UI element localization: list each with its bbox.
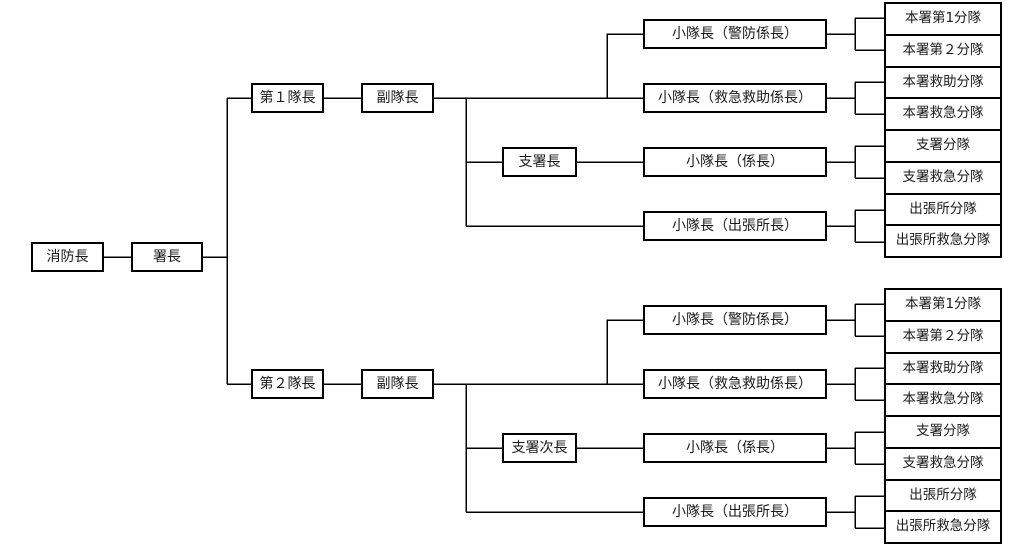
node-deputy-leader-2: 副隊長 xyxy=(361,369,434,399)
node-platoon-leader-substation-2: 小隊長（出張所長） xyxy=(643,497,827,527)
node-platoon-leader-section-1: 小隊長（係長） xyxy=(643,147,827,177)
node-deputy-leader-1: 副隊長 xyxy=(361,83,434,113)
node-platoon-leader-keibo-2: 小隊長（警防係長） xyxy=(643,305,827,335)
node-platoon-leader-substation-1: 小隊長（出張所長） xyxy=(643,211,827,241)
node-branch-head-1: 支署長 xyxy=(502,147,577,177)
node-squad-substation-2: 出張所分隊 xyxy=(886,478,1000,511)
node-squad-hq-rescue-1: 本署救助分隊 xyxy=(886,65,1000,98)
node-squad-hq-rescue-2: 本署救助分隊 xyxy=(886,351,1000,384)
node-station-chief: 署長 xyxy=(131,242,203,272)
node-squad-branch-emergency-2: 支署救急分隊 xyxy=(886,446,1000,479)
node-platoon-leader-keibo-1: 小隊長（警防係長） xyxy=(643,19,827,49)
node-squad-hq1-1: 本署第1分隊 xyxy=(904,10,982,27)
node-squad-hq-emergency-1: 本署救急分隊 xyxy=(886,97,1000,129)
squad-stack-2: 本署第1分隊 本署第２分隊 本署救助分隊 本署救急分隊 支署分隊 支署救急分隊 … xyxy=(884,288,1002,544)
node-squad-leader-2: 第２隊長 xyxy=(251,369,324,399)
node-squad-substation-emergency-1: 出張所救急分隊 xyxy=(886,224,1000,256)
node-squad-substation-1: 出張所分隊 xyxy=(886,192,1000,225)
squad-stack-1: 本署第1分隊 本署第２分隊 本署救助分隊 本署救急分隊 支署分隊 支署救急分隊 … xyxy=(884,2,1002,258)
node-platoon-leader-rescue-1: 小隊長（救急救助係長） xyxy=(643,83,827,113)
node-platoon-leader-section-2: 小隊長（係長） xyxy=(643,433,827,463)
node-branch-deputy-head-2: 支署次長 xyxy=(502,433,577,463)
node-squad-leader-1: 第１隊長 xyxy=(251,83,324,113)
node-squad-branch-1: 支署分隊 xyxy=(886,129,1000,161)
node-squad-substation-emergency-2: 出張所救急分隊 xyxy=(886,510,1000,542)
node-fire-chief: 消防長 xyxy=(31,242,104,272)
node-platoon-leader-rescue-2: 小隊長（救急救助係長） xyxy=(643,369,827,399)
node-squad-hq-emergency-2: 本署救急分隊 xyxy=(886,383,1000,415)
node-squad-hq1-2: 本署第1分隊 xyxy=(904,296,982,313)
node-squad-branch-emergency-1: 支署救急分隊 xyxy=(886,160,1000,193)
node-squad-hq2-2: 本署第２分隊 xyxy=(886,319,1000,352)
node-squad-hq2-1: 本署第２分隊 xyxy=(886,33,1000,66)
node-squad-branch-2: 支署分隊 xyxy=(886,415,1000,447)
